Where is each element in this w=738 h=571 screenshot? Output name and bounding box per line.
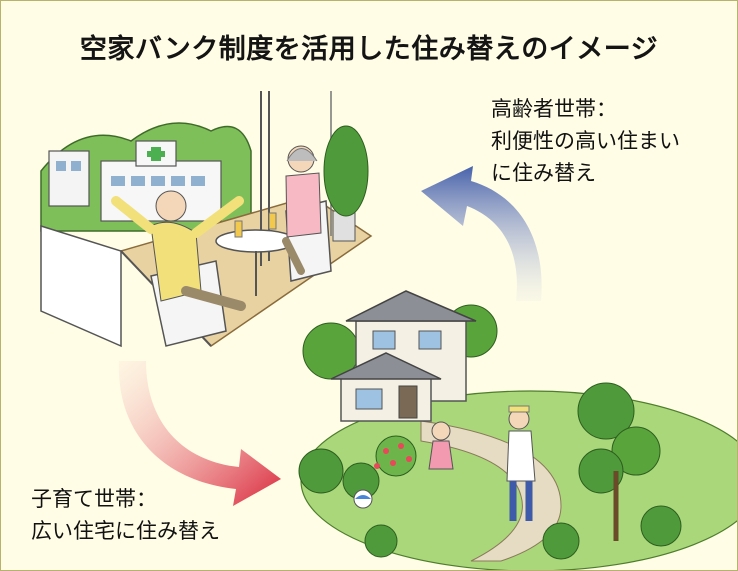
- balcony-scene: [40, 91, 373, 348]
- diagram-title: 空家バンク制度を活用した住み替えのイメージ: [79, 34, 659, 65]
- arrow-red-icon: [118, 361, 281, 506]
- house-scene: [298, 290, 737, 570]
- elderly-household-label: 高齢者世帯： 利便性の高い住まい に住み替え: [491, 93, 680, 189]
- elderly-label-line2: 利便性の高い住まい: [491, 129, 680, 153]
- family-label-line2: 広い住宅に住み替え: [31, 519, 220, 543]
- elderly-label-line1: 高齢者世帯：: [491, 97, 617, 121]
- family-household-label: 子育て世帯： 広い住宅に住み替え: [31, 483, 220, 547]
- arrow-blue-icon: [421, 166, 542, 301]
- elderly-label-line3: に住み替え: [491, 161, 596, 185]
- family-label-line1: 子育て世帯：: [31, 487, 157, 511]
